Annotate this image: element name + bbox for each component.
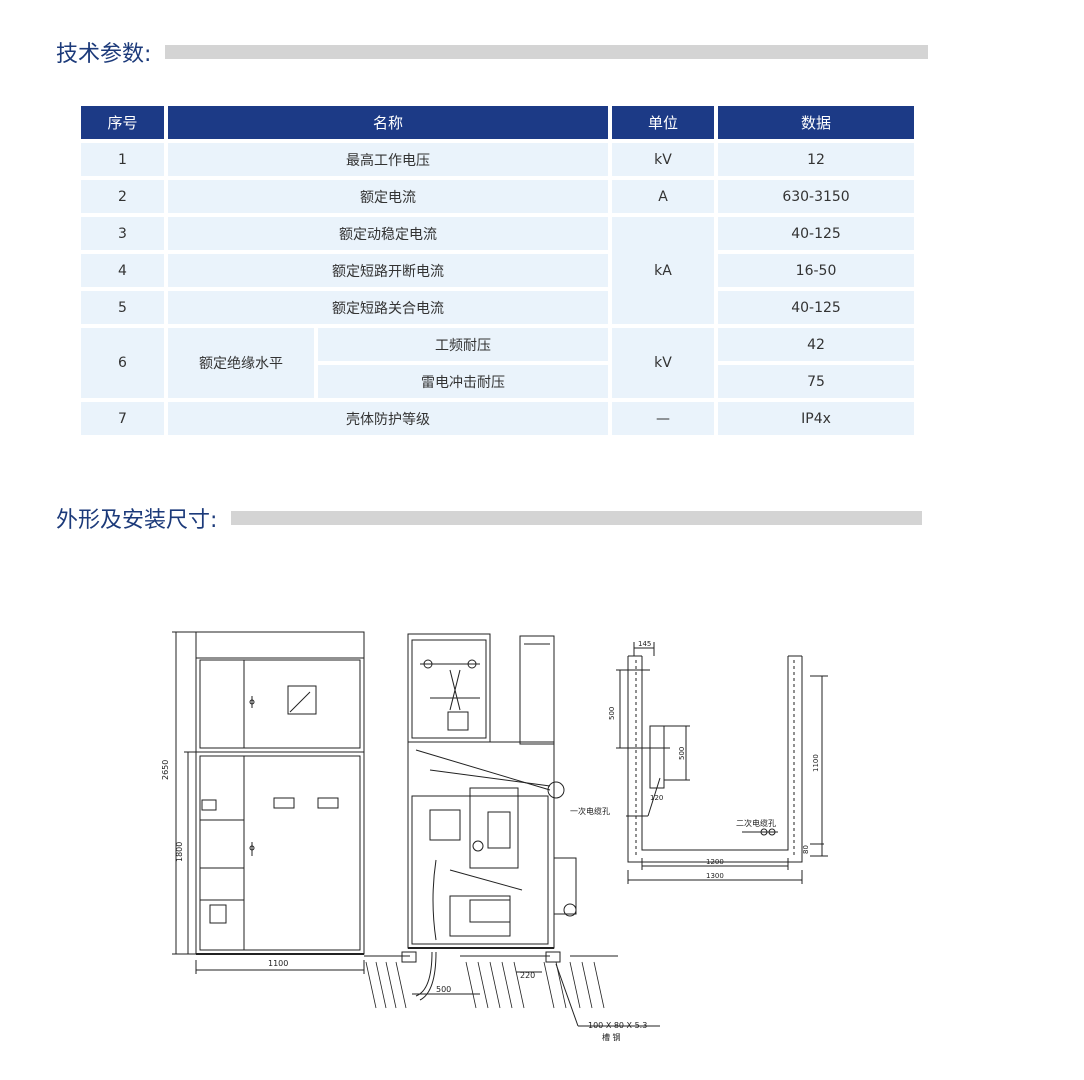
dim-500-a: 500 — [608, 707, 616, 720]
table-row: 1 最高工作电压 kV 12 — [81, 143, 915, 176]
cell-name: 额定电流 — [168, 180, 609, 213]
cell-value: 630-3150 — [718, 180, 915, 213]
dim-1200: 1200 — [706, 858, 724, 866]
steel-label: 槽 钢 — [602, 1032, 621, 1042]
cell-name: 最高工作电压 — [168, 143, 609, 176]
dim-500-trench: 500 — [436, 985, 451, 994]
header-name: 名称 — [168, 106, 609, 139]
cell-no: 3 — [81, 217, 164, 250]
cell-group-name: 额定绝缘水平 — [168, 328, 314, 398]
secondary-cable-hole-label: 二次电缆孔 — [736, 818, 776, 828]
cell-unit-merged: kA — [612, 217, 715, 324]
cell-no: 7 — [81, 402, 164, 435]
cell-value: IP4x — [718, 402, 915, 435]
cell-name: 额定短路开断电流 — [168, 254, 609, 287]
dim-1100: 1100 — [268, 959, 288, 968]
dim-1300: 1300 — [706, 872, 724, 880]
header-unit: 单位 — [612, 106, 715, 139]
cell-no: 5 — [81, 291, 164, 324]
cell-no: 2 — [81, 180, 164, 213]
dim-1100-plan: 1100 — [812, 754, 820, 772]
plan-view — [616, 642, 828, 884]
spec-table: 序号 名称 单位 数据 1 最高工作电压 kV 12 2 额定电流 A 630-… — [77, 102, 918, 439]
cell-no: 1 — [81, 143, 164, 176]
table-row: 2 额定电流 A 630-3150 — [81, 180, 915, 213]
dim-500-b: 500 — [678, 747, 686, 760]
section-title-tech: 技术参数: — [56, 42, 152, 67]
dim-80: 80 — [802, 845, 810, 854]
dim-120: 120 — [650, 794, 663, 802]
table-row: 5 额定短路关合电流 40-125 — [81, 291, 915, 324]
dim-steel: 100 X 80 X 5.3 — [588, 1021, 647, 1030]
section-tech-params: 技术参数: — [56, 36, 929, 68]
cell-no: 4 — [81, 254, 164, 287]
side-view — [364, 633, 660, 1027]
section-divider-bar — [231, 511, 923, 525]
cell-sub-name: 雷电冲击耐压 — [318, 365, 609, 398]
dim-220: 220 — [520, 971, 535, 980]
cell-value: 12 — [718, 143, 915, 176]
installation-drawing: 2650 1800 1100 — [161, 631, 828, 1042]
cell-sub-name: 工频耐压 — [318, 328, 609, 361]
table-row: 7 壳体防护等级 — IP4x — [81, 402, 915, 435]
table-row: 6 额定绝缘水平 工频耐压 kV 42 — [81, 328, 915, 398]
header-value: 数据 — [718, 106, 915, 139]
cell-value: 75 — [718, 365, 915, 398]
cell-unit: kV — [612, 143, 715, 176]
cell-value: 40-125 — [718, 217, 915, 250]
cell-no: 6 — [81, 328, 164, 398]
cell-value: 40-125 — [718, 291, 915, 324]
header-no: 序号 — [81, 106, 164, 139]
cell-unit: — — [612, 402, 715, 435]
cell-unit: A — [612, 180, 715, 213]
section-dimensions: 外形及安装尺寸: — [56, 502, 923, 534]
table-row: 雷电冲击耐压 75 — [81, 365, 915, 398]
cell-name: 额定短路关合电流 — [168, 291, 609, 324]
cell-name: 额定动稳定电流 — [168, 217, 609, 250]
table-header-row: 序号 名称 单位 数据 — [81, 106, 915, 139]
table-row: 3 额定动稳定电流 kA 40-125 — [81, 217, 915, 324]
section-divider-bar — [165, 45, 929, 59]
front-view — [172, 631, 365, 974]
cell-value: 16-50 — [718, 254, 915, 287]
section-title-dims: 外形及安装尺寸: — [56, 508, 218, 533]
primary-cable-hole-label: 一次电缆孔 — [570, 806, 610, 816]
dim-1800: 1800 — [175, 842, 184, 862]
table-row: 4 额定短路开断电流 16-50 — [81, 254, 915, 287]
cell-name: 壳体防护等级 — [168, 402, 609, 435]
cell-value: 42 — [718, 328, 915, 361]
cell-unit-merged: kV — [612, 328, 715, 398]
dim-2650: 2650 — [161, 760, 170, 780]
dim-145: 145 — [638, 640, 651, 648]
